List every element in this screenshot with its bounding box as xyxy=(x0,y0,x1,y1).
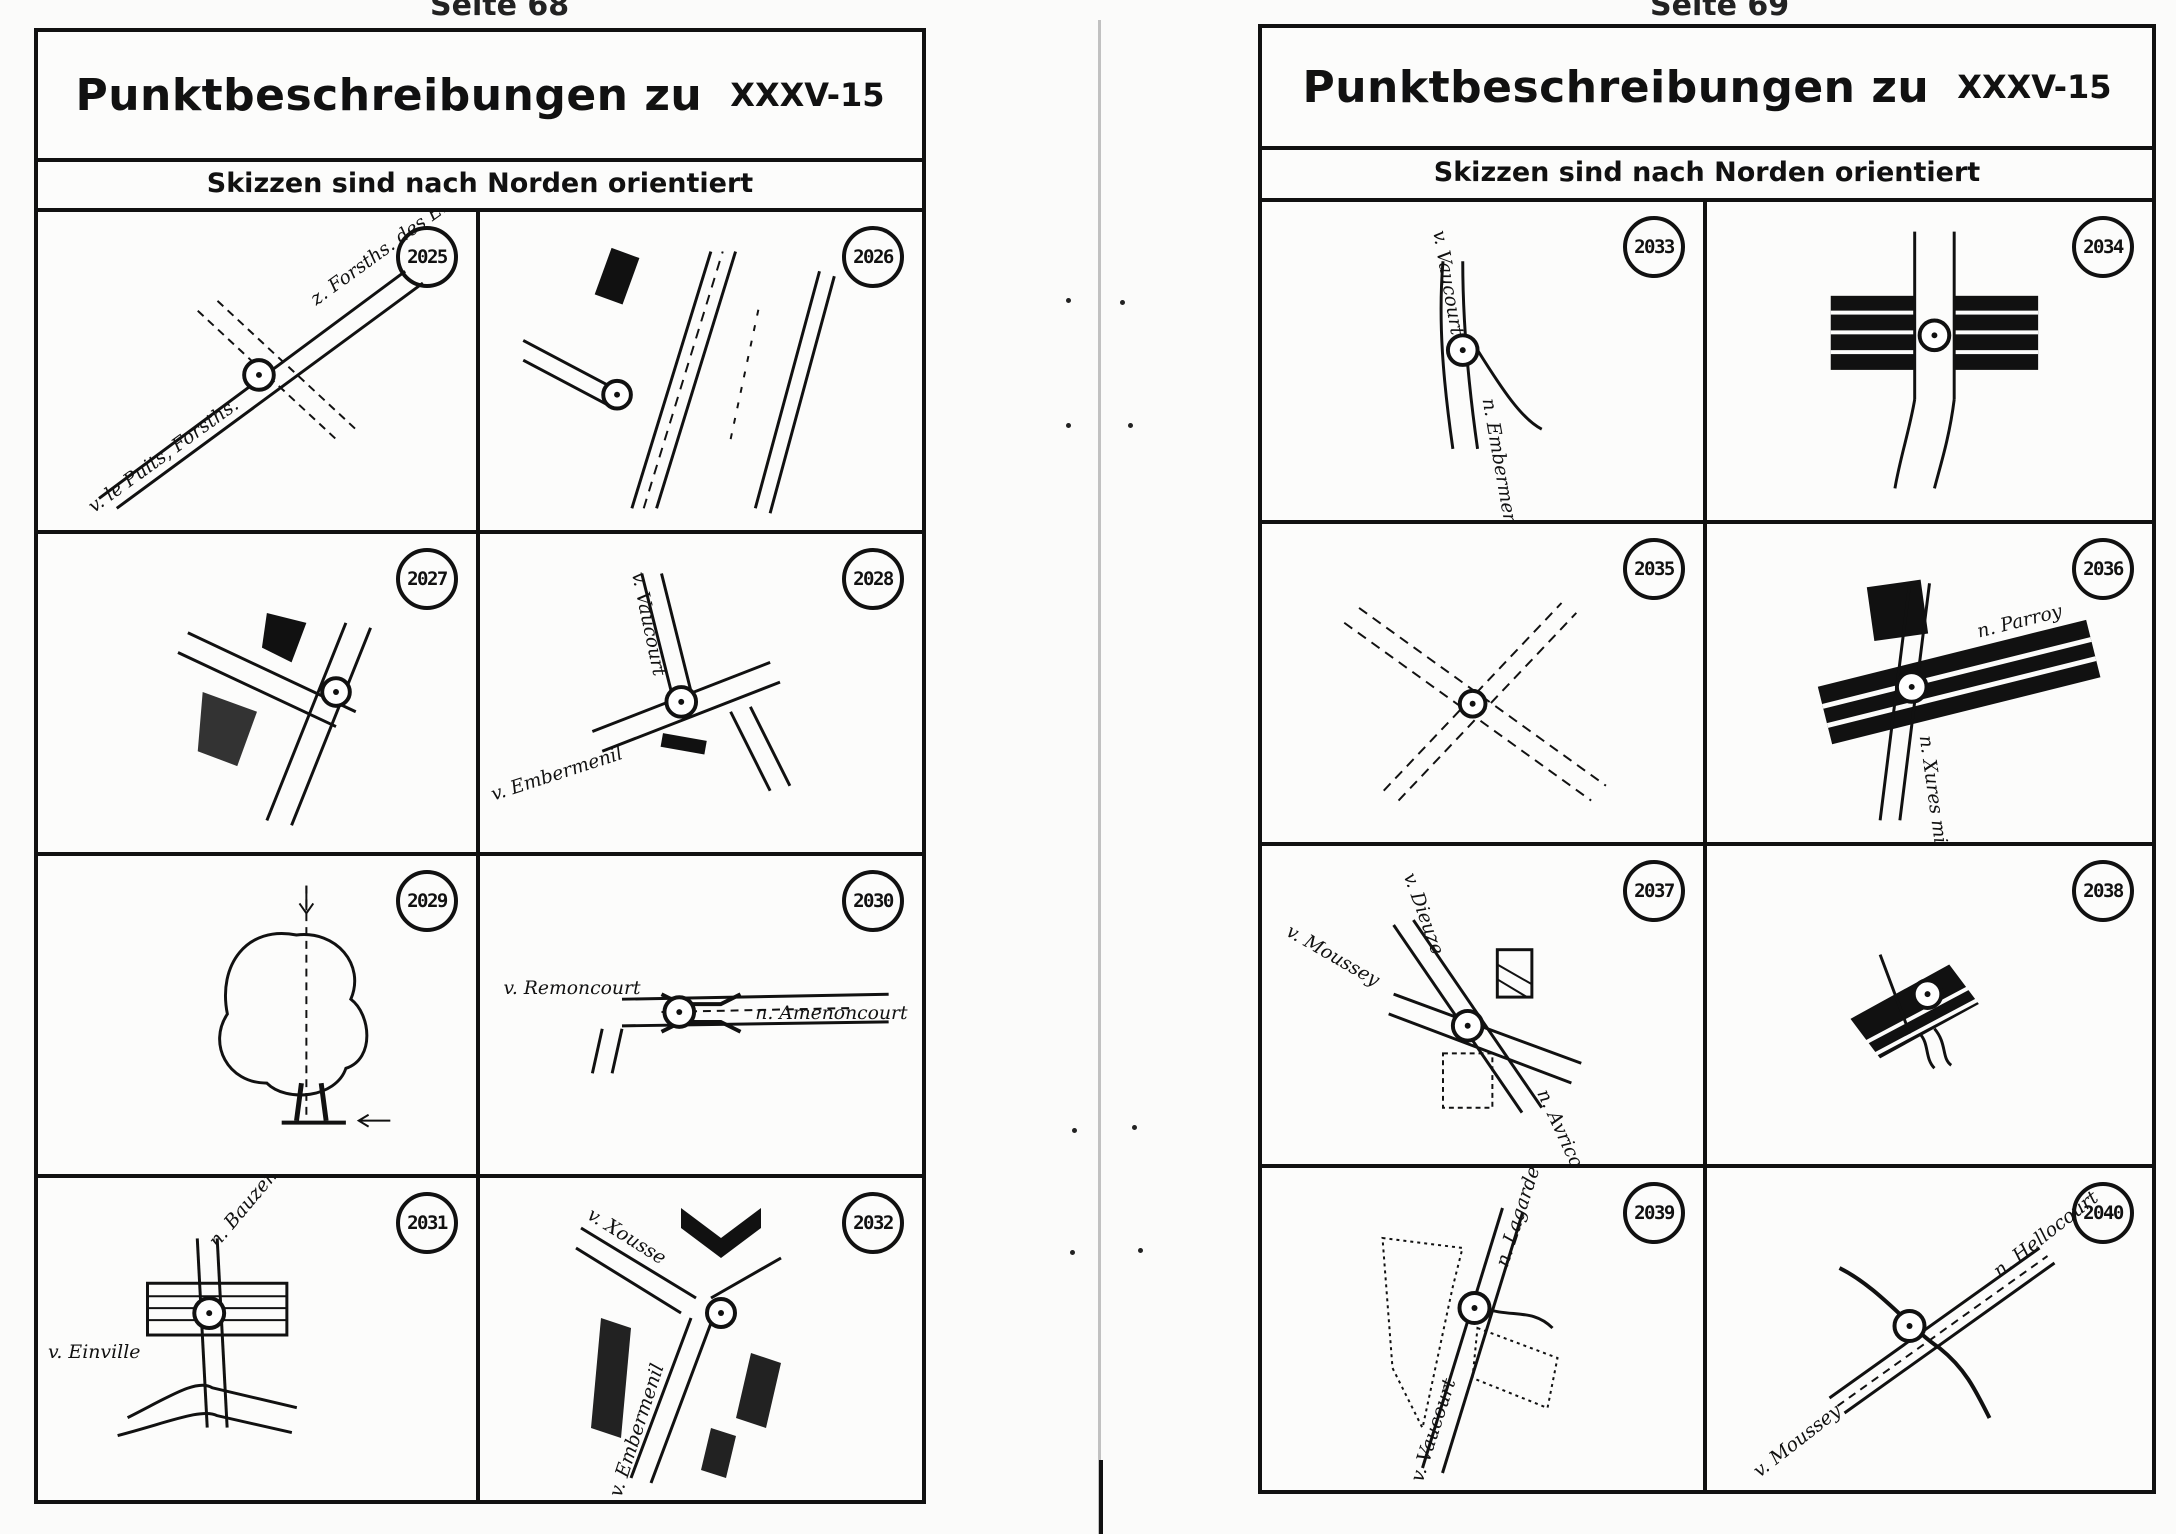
road-sketch-2038 xyxy=(1850,954,1982,1070)
road-sketch-2030: v. Remoncourt n. Amenoncourt xyxy=(503,978,908,1074)
road-label: v. Remoncourt xyxy=(503,978,640,999)
sketch-cell-2026: 2026 xyxy=(480,212,922,534)
page-title: Punktbeschreibungen zu xyxy=(75,69,703,121)
road-sketch-2026 xyxy=(522,247,836,514)
sketch-cell-2028: 2028 v. Vaucourt v. Embermenil xyxy=(480,534,922,856)
point-number-badge: 2039 xyxy=(1623,1182,1685,1244)
scan-speck xyxy=(1070,1250,1075,1255)
scan-speck xyxy=(1072,1128,1077,1133)
scan-speck xyxy=(1128,423,1133,428)
road-sketch-2035 xyxy=(1343,602,1607,802)
point-number-badge: 2032 xyxy=(842,1192,904,1254)
road-label: v. Moussey xyxy=(1282,921,1383,991)
road-label: v. Einville xyxy=(48,1341,141,1363)
road-sketch-2031: n. Bauzemont v. Einville xyxy=(48,1178,306,1438)
road-label: n. Embermenil xyxy=(1478,397,1523,520)
point-number-badge: 2028 xyxy=(842,548,904,610)
road-label: n. Bauzemont xyxy=(204,1178,306,1252)
left-sketch-grid: 2025 v. le Puits, Forsths. z. Forsths. d… xyxy=(38,212,922,1500)
road-label: v. Vaucourt xyxy=(1428,229,1467,337)
road-sketch-2025: v. le Puits, Forsths. z. Forsths. des Er… xyxy=(85,212,476,517)
sketch-cell-2032: 2032 v. Xousse v. Embermenil xyxy=(480,1178,922,1500)
sketch-cell-2037: 2037 v. Moussey v. Dieuze n. Avricourt xyxy=(1262,846,1707,1168)
page-number-left: Seite 68 xyxy=(430,0,570,23)
point-number-badge: 2031 xyxy=(396,1192,458,1254)
road-sketch-2033: v. Vaucourt n. Embermenil xyxy=(1428,229,1543,520)
road-sketch-2040: n. Hellocourt v. Moussey xyxy=(1749,1186,2103,1482)
road-sketch-2028: v. Vaucourt v. Embermenil xyxy=(489,570,792,805)
road-sketch-2036: n. Parroy n. Xures mil xyxy=(1817,579,2101,842)
page-code: XXXV-15 xyxy=(730,76,885,114)
sketch-cell-2040: 2040 n. Hellocourt v. Moussey xyxy=(1707,1168,2152,1490)
left-page-sheet: Punktbeschreibungen zu XXXV-15 Skizzen s… xyxy=(34,28,926,1504)
road-label: n. Avricourt xyxy=(1532,1086,1599,1164)
point-number-badge: 2033 xyxy=(1623,216,1685,278)
sketch-cell-2031: 2031 n. Bauzemont v. Einville xyxy=(38,1178,480,1500)
point-number-badge: 2029 xyxy=(396,870,458,932)
left-title-box: Punktbeschreibungen zu XXXV-15 xyxy=(38,32,922,162)
point-number-badge: 2038 xyxy=(2072,860,2134,922)
sketch-cell-2039: 2039 n. Lagarde v. Vaucourt xyxy=(1262,1168,1707,1490)
scan-speck xyxy=(1138,1248,1143,1253)
book-gutter xyxy=(1098,20,1101,1534)
road-sketch-2032: v. Xousse v. Embermenil xyxy=(575,1204,782,1500)
road-label: v. le Puits, Forsths. xyxy=(85,394,243,517)
road-sketch-2037: v. Moussey v. Dieuze n. Avricourt xyxy=(1282,870,1599,1164)
point-number-badge: 2034 xyxy=(2072,216,2134,278)
right-title-box: Punktbeschreibungen zu XXXV-15 xyxy=(1262,28,2152,150)
road-sketch-2039: n. Lagarde v. Vaucourt xyxy=(1381,1168,1559,1485)
sketch-cell-2036: 2036 n. Parroy n. Xures mil xyxy=(1707,524,2152,846)
road-label: z. Forsths. des Erried xyxy=(306,212,476,310)
point-number-badge: 2025 xyxy=(396,226,458,288)
point-number-badge: 2035 xyxy=(1623,538,1685,600)
right-sketch-grid: 2033 v. Vaucourt n. Embermenil 2034 xyxy=(1262,202,2152,1490)
scan-speck xyxy=(1066,298,1071,303)
scan-speck xyxy=(1066,423,1071,428)
road-label: v. Embermenil xyxy=(489,743,626,805)
sketch-cell-2027: 2027 xyxy=(38,534,480,856)
page-subtitle: Skizzen sind nach Norden orientiert xyxy=(1433,156,1981,188)
road-label: n. Amenoncourt xyxy=(755,1003,908,1024)
left-subtitle-box: Skizzen sind nach Norden orientiert xyxy=(38,158,922,212)
book-gutter-shadow xyxy=(1099,1460,1103,1534)
point-number-badge: 2036 xyxy=(2072,538,2134,600)
road-label: v. Moussey xyxy=(1749,1400,1846,1482)
sketch-cell-2030: 2030 v. Remoncourt n. Amenoncourt xyxy=(480,856,922,1178)
sketch-cell-2033: 2033 v. Vaucourt n. Embermenil xyxy=(1262,202,1707,524)
point-number-badge: 2030 xyxy=(842,870,904,932)
road-label: n. Xures mil xyxy=(1915,734,1952,842)
sketch-cell-2038: 2038 xyxy=(1707,846,2152,1168)
tree-sketch-2029 xyxy=(218,885,391,1128)
point-number-badge: 2040 xyxy=(2072,1182,2134,1244)
right-page-sheet: Punktbeschreibungen zu XXXV-15 Skizzen s… xyxy=(1258,24,2156,1494)
sketch-cell-2029: 2029 xyxy=(38,856,480,1178)
point-number-badge: 2037 xyxy=(1623,860,1685,922)
point-number-badge: 2027 xyxy=(396,548,458,610)
page-code: XXXV-15 xyxy=(1957,68,2112,106)
road-sketch-2034 xyxy=(1830,231,2039,489)
sketch-cell-2025: 2025 v. le Puits, Forsths. z. Forsths. d… xyxy=(38,212,480,534)
page-subtitle: Skizzen sind nach Norden orientiert xyxy=(206,167,754,199)
road-sketch-2027 xyxy=(177,613,372,826)
page-number-right: Seite 69 xyxy=(1650,0,1790,23)
page-title: Punktbeschreibungen zu xyxy=(1302,61,1930,113)
scan-speck xyxy=(1120,300,1125,305)
point-number-badge: 2026 xyxy=(842,226,904,288)
scan-speck xyxy=(1132,1125,1137,1130)
sketch-cell-2034: 2034 xyxy=(1707,202,2152,524)
right-subtitle-box: Skizzen sind nach Norden orientiert xyxy=(1262,146,2152,202)
road-label: v. Vaucourt xyxy=(1406,1376,1460,1485)
sketch-cell-2035: 2035 xyxy=(1262,524,1707,846)
